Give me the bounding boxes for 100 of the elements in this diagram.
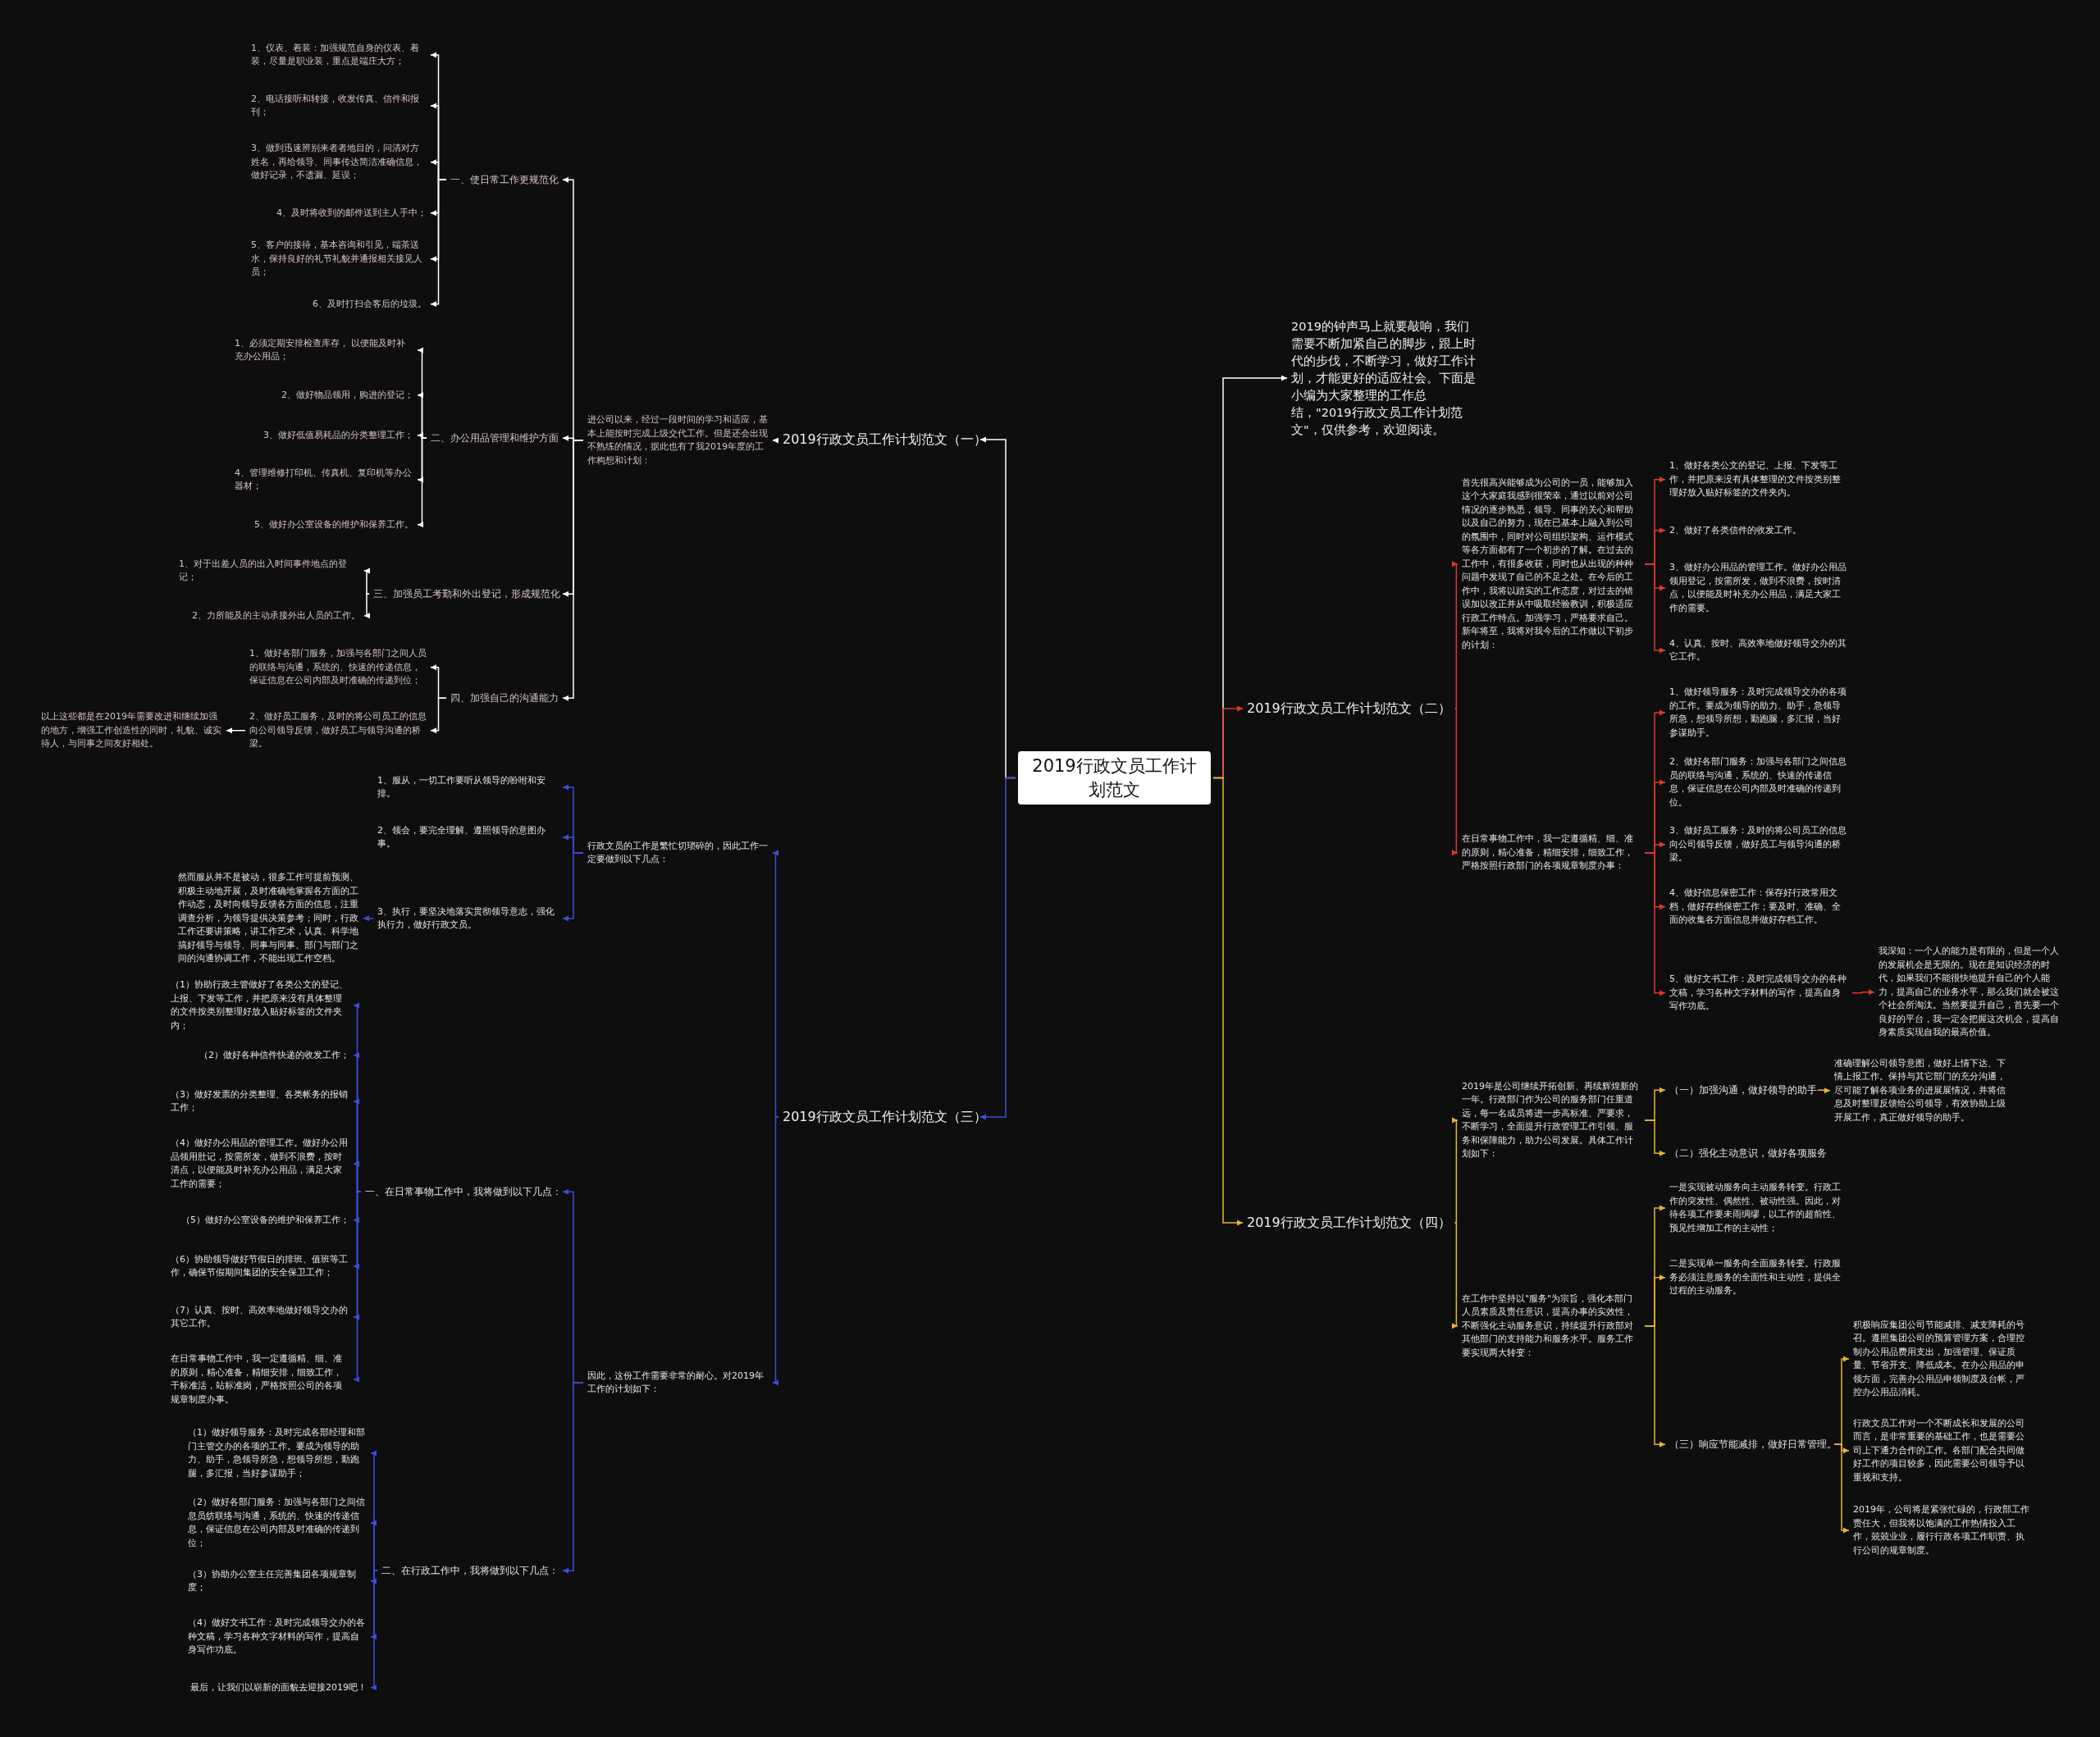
topic-text: 2019年，公司将是紧张忙碌的，行政部工作责任大，但我将以饱满的工作热情投入工作，兢兢业业，履行行政各项工作职责、执行公司的规章制度。 [1851, 1502, 2034, 1558]
connector-arrow [1452, 1222, 1459, 1329]
topic-text: 因此，这份工作需要非常的耐心。对2019年工作的计划如下： [586, 1368, 770, 1397]
topic-text: （4）做好办公用品的管理工作。做好办公用品领用肚记，按需所发，做到不浪费，按时清点，以便能及时补充办公用品，满足大家工作的需要； [169, 1136, 351, 1192]
topic-text: 在日常事物工作中，我一定遵循精、细、准的原则，精心准备，精细安排，细致工作，严格按照行政部门的各项规章制度办事： [1460, 832, 1642, 874]
topic-text: 在工作中坚持以"服务"为宗旨，强化本部门人员素质及责任意识，提高办事的实效性，不断强化主动服务意识，持续提升行政部对其他部门的支持能力和服务水平。服务工作要实现两大转变： [1460, 1291, 1642, 1361]
connector-arrow [1644, 1325, 1666, 1448]
topic-text: （4）做好文书工作：及时完成领导交办的各种文稿，学习各种文字材料的写作，提高自身写作功底。 [186, 1616, 368, 1658]
topic-text: 3、执行，要坚决地落实贯彻领导意志，强化执行力，做好行政文员。 [376, 904, 560, 933]
topic-text: （1）协助行政主管做好了各类公文的登记、上报、下发等工作，并把原来没有具体整理的文件按类别整理好放入贴好标签的文件夹内； [169, 978, 351, 1033]
topic-text: （6）协助领导做好节假日的排班、值班等工作，确保节假期间集团的安全保卫工作； [169, 1251, 351, 1281]
topic-text: 1、服从，一切工作要听从领导的吩咐和安排。 [376, 773, 560, 802]
topic-text: 6、及时打扫会客后的垃圾。 [311, 296, 428, 312]
topic-text: 我深知：一个人的能力是有限的，但是一个人的发展机会是无限的。现在是知识经济的时代，如果我们不能很快地提升自己的个人能力，提高自己的业务水平，那么我们就会被这个社会所淘汰。当然要提升自己，首先要一个良好的平台，我一定会把握这次机会，提高自身素质实现自我的最高价值。 [1877, 944, 2061, 1041]
connector-arrow [562, 440, 584, 701]
connector-arrow [370, 1570, 378, 1691]
branch-topic: 2019行政文员工作计划范文（一） [781, 429, 978, 450]
connector-arrow [1851, 989, 1875, 996]
connector-arrow [363, 568, 370, 595]
subtopic-text: （一）加强沟通，做好领导的助手 [1668, 1082, 1815, 1098]
subtopic-text: 一、使日常工作更规范化 [449, 171, 560, 188]
topic-text: 积极响应集团公司节能减排、减支降耗的号召。遵照集团公司的预算管理方案，合理控制办公用品费用支出，加强管理、保证质量、节省开支、降低成本。在办公用品的申领方面，完善办公用品申领制度及台帐，严控办公用品消耗。 [1851, 1317, 2034, 1401]
topic-text: 3、做好低值易耗品的分类整理工作； [262, 427, 415, 443]
topic-text: 1、做好各类公文的登记、上报、下发等工作，并把原来没有具体整理的文件按类别整理好放入贴好标签的文件夹内。 [1668, 458, 1850, 501]
branch-topic: 2019行政文员工作计划范文（四） [1245, 1212, 1453, 1233]
topic-text: 2、做好物品领用，购进的登记； [280, 387, 415, 403]
subtopic-text: （二）强化主动意识，做好各项服务 [1668, 1145, 1828, 1161]
connector-arrow [226, 727, 246, 734]
topic-text: 2、做好各部门服务：加强与各部门之间信息员的联络与沟通，系统的、快速的传递信息，保证信息在公司内部及时准确的传递到位。 [1668, 755, 1850, 810]
topic-text: （2）做好各种信件快递的收发工作； [198, 1047, 351, 1063]
connector-arrow [1833, 1443, 1850, 1534]
topic-text: 2019年是公司继续开拓创新、再续辉煌新的一年。行政部门作为公司的服务部门任重道远，每一名成员将进一步高标准、严要求，不断学习，全面提升行政管理工作引领、服务和保障能力，助力公司发展。具体工作计划如下： [1460, 1078, 1642, 1162]
topic-text: 5、做好文书工作：及时完成领导交办的各种文稿，学习各种文字材料的写作，提高自身写作功底。 [1668, 972, 1850, 1014]
topic-text: 行政文员的工作是繁忙切琐碎的，因此工作一定要做到以下几点： [586, 838, 770, 868]
topic-text: 5、做好办公室设备的维护和保养工作。 [253, 517, 415, 532]
connector-arrow [430, 179, 447, 308]
topic-text: 3、做好员工服务：及时的将公司员工的信息向公司领导反馈，做好员工与领导沟通的桥梁。 [1668, 823, 1850, 866]
connector-arrow [1644, 1119, 1666, 1156]
subtopic-text: 四、加强自己的沟通能力 [449, 690, 560, 706]
connector-arrow [1644, 852, 1666, 996]
connector-arrow [562, 852, 584, 922]
topic-text: 以上这些都是在2019年需要改进和继续加强的地方，增强工作创造性的同时，礼貌、诚实待人，与同事之间友好相处。 [39, 709, 224, 752]
topic-text: 4、做好信息保密工作：保存好行政常用文档，做好存档保密工作；要及时、准确、全面的收集各方面信息并做好存档工作。 [1668, 886, 1850, 928]
connector-arrow [1212, 777, 1244, 1226]
connector-arrow [772, 850, 779, 1118]
subtopic-text: 三、加强员工考勤和外出登记，形成规范化 [372, 586, 560, 602]
connector-arrow [1817, 1087, 1831, 1094]
topic-text: 3、做好办公用品的管理工作。做好办公用品领用登记，按需所发，做到不浪费，按时清点，以便能及时补充办公用品，满足大家工作的需要。 [1668, 560, 1850, 616]
subtopic-text: 一、在日常事物工作中，我将做到以下几点： [363, 1183, 560, 1200]
topic-text: 4、及时将收到的邮件送到主人手中； [275, 205, 428, 221]
connector-arrow [1452, 1117, 1459, 1224]
connector-arrow [370, 1520, 378, 1571]
subtopic-text: 二、办公用品管理和维护方面 [429, 430, 560, 446]
topic-text: 2、力所能及的主动承接外出人员的工作。 [190, 608, 362, 623]
topic-text: 1、仪表、着装：加强规范自身的仪表、着装，尽量是职业装，重点是端庄大方； [249, 40, 428, 70]
subtopic-text: 二、在行政工作中，我将做到以下几点： [380, 1562, 560, 1579]
topic-text: 行政文员工作对一个不断成长和发展的公司而言，是非常重要的基础工作，也是需要公司上下通力合作的工作。各部门配合共同做好工作的项目较多，因此需要公司领导予以重视和支持。 [1851, 1416, 2034, 1485]
topic-text: 在日常事物工作中，我一定遵循精、细、准的原则，精心准备，精细安排，细致工作，干标准活，站标准岗，严格按照公司的各项规章制度办事。 [169, 1352, 351, 1407]
topic-text: 1、必须定期安排检查库存， 以便能及时补充办公用品； [233, 335, 415, 365]
connector-arrow [1644, 563, 1666, 654]
topic-text: 2、做好员工服务，及时的将公司员工的信息向公司领导反馈，做好员工与领导沟通的桥梁。 [248, 709, 428, 752]
topic-text: 最后，让我们以崭新的面貌去迎接2019吧！ [189, 1680, 368, 1695]
connector-arrow [772, 437, 779, 444]
connector-arrow [1452, 708, 1459, 856]
topic-text: 5、客户的接待，基本咨询和引见，端茶送水，保持良好的礼节礼貌并通报相关接见人员； [249, 238, 428, 280]
topic-text: 准确理解公司领导意图，做好上情下达、下情上报工作。保持与其它部门的充分沟通，尽可能了解各项业务的进展展情况，并将信息及时整理反馈给公司领导，有效协助上级开展工作，真正做好领导的助手。 [1833, 1055, 2015, 1125]
topic-text: （1）做好领导服务：及时完成各部经理和部门主管交办的各项的工作。要成为领导的助力、助手，急领导所急，想领导所想，勤跑腿，多汇报，当好参谋助手； [186, 1425, 368, 1481]
central-topic-box: 2019行政文员工作计划范文 [1018, 751, 1211, 805]
connector-arrow [1452, 561, 1459, 709]
branch-topic: 2019行政文员工作计划范文（二） [1245, 698, 1453, 719]
connector-arrow [353, 1191, 362, 1383]
topic-text: （5）做好办公室设备的维护和保养工作； [180, 1212, 351, 1228]
connector-arrow [363, 593, 370, 619]
topic-text: 一是实现被动服务向主动服务转变。行政工作的突发性、偶然性、被动性强。因此，对待各项工作要未雨绸缪，以工作的超前性、预见性增加工作的主动性； [1668, 1180, 1850, 1236]
branch-topic: 2019行政文员工作计划范文（三） [781, 1106, 978, 1128]
connector-arrow [979, 777, 1016, 1120]
connector-arrow [772, 1116, 779, 1386]
connector-arrow [353, 1160, 362, 1192]
topic-text: 4、认真、按时、高效率地做好领导交办的其它工作。 [1668, 636, 1850, 665]
topic-text: 1、做好领导服务：及时完成领导交办的各项的工作。要成为领导的助力、助手，急领导所急，想领导所想，勤跑腿，多汇报，当好参谋助手。 [1668, 685, 1850, 741]
topic-text: 1、做好各部门服务，加强与各部门之间人员的联络与沟通，系统的、快速的传递信息，保证信息在公司内部及时准确的传递到位； [248, 646, 428, 689]
topic-text: （2）做好各部门服务：加强与各部门之间信息员纺联络与沟通，系统的、快速的传递信息，保证信息在公司内部及时准确的传递到位； [186, 1495, 368, 1551]
connector-arrow [363, 915, 374, 922]
topic-text: 进公司以来，经过一段时间的学习和适应，基本上能按时完成上级交代工作。但是还会出现不熟练的情况，据此也有了我2019年度的工作构想和计划： [586, 413, 770, 468]
connector-arrow [417, 437, 427, 528]
topic-text: （3）做好发票的分类整理、各类帐务的报销工作； [169, 1087, 351, 1116]
topic-text: 首先很高兴能够成为公司的一员，能够加入这个大家庭我感到很荣幸，通过以前对公司情况的逐步熟悉，领导、同事的关心和帮助以及自己的努力，现在已基本上融入到公司的氛围中，同时对公司组织架构、运作模式等各方面都有了一个初步的了解。在过去的工作中，有很多收获，同时也从出现的种种问题中发现了自己的不足之处。在今后的工作中，我将以踏实的工作态度，对过去的错误加以改正并从中吸取经验教训，积极适应行政工作特点。加强学习，严格要求自己。新年将至，我将对我今后的工作做以下初步的计划： [1460, 475, 1642, 653]
topic-text: 1、对于出差人员的出入时间事件地点的登记； [177, 556, 362, 586]
topic-text: 4、管理维修打印机、传真机、复印机等办公器材； [233, 465, 415, 495]
connector-arrow [562, 1382, 584, 1574]
topic-text: 二是实现单一服务向全面服务转变。行政服务必须注意服务的全面性和主动性，提供全过程的主动服务。 [1668, 1256, 1850, 1299]
topic-text: 2、做好了各类信件的收发工作。 [1668, 522, 1803, 538]
topic-text: 2、领会，要完全理解、遵照领导的意图办事。 [376, 823, 560, 852]
subtopic-text: （三）响应节能减排，做好日常管理。 [1668, 1436, 1832, 1452]
topic-text: 2019的钟声马上就要敲响，我们需要不断加紧自己的脚步，跟上时代的步伐，不断学习，做好工作计划，才能更好的适应社会。下面是小编为大家整理的工作总结，"2019行政文员工作计划范文"，仅供参考，欢迎阅读。 [1290, 317, 1478, 440]
topic-text: 3、做到迅速辨别来者者地目的，问清对方姓名，再给领导、同事传达简洁准确信息，做好记录，不遗漏、延误； [249, 141, 428, 184]
topic-text: 然而服从并不是被动，很多工作可提前预测、积极主动地开展，及时准确地掌握各方面的工作动态，及时向领导反馈各方面的信息，注重调查分析，为领导提供决策参考；同时，行政工作还要讲策略，讲工作艺术，认真、科学地搞好领导与领导、同事与同事、部门与部门之间的沟通协调工作，不能出现工作空档。 [176, 870, 361, 967]
topic-text: 2、电话接听和转接，收发传真、信件和报刊； [249, 91, 428, 121]
connector-arrow [430, 697, 447, 734]
topic-text: （3）协助办公室主任完善集团各项规章制度； [186, 1566, 368, 1596]
